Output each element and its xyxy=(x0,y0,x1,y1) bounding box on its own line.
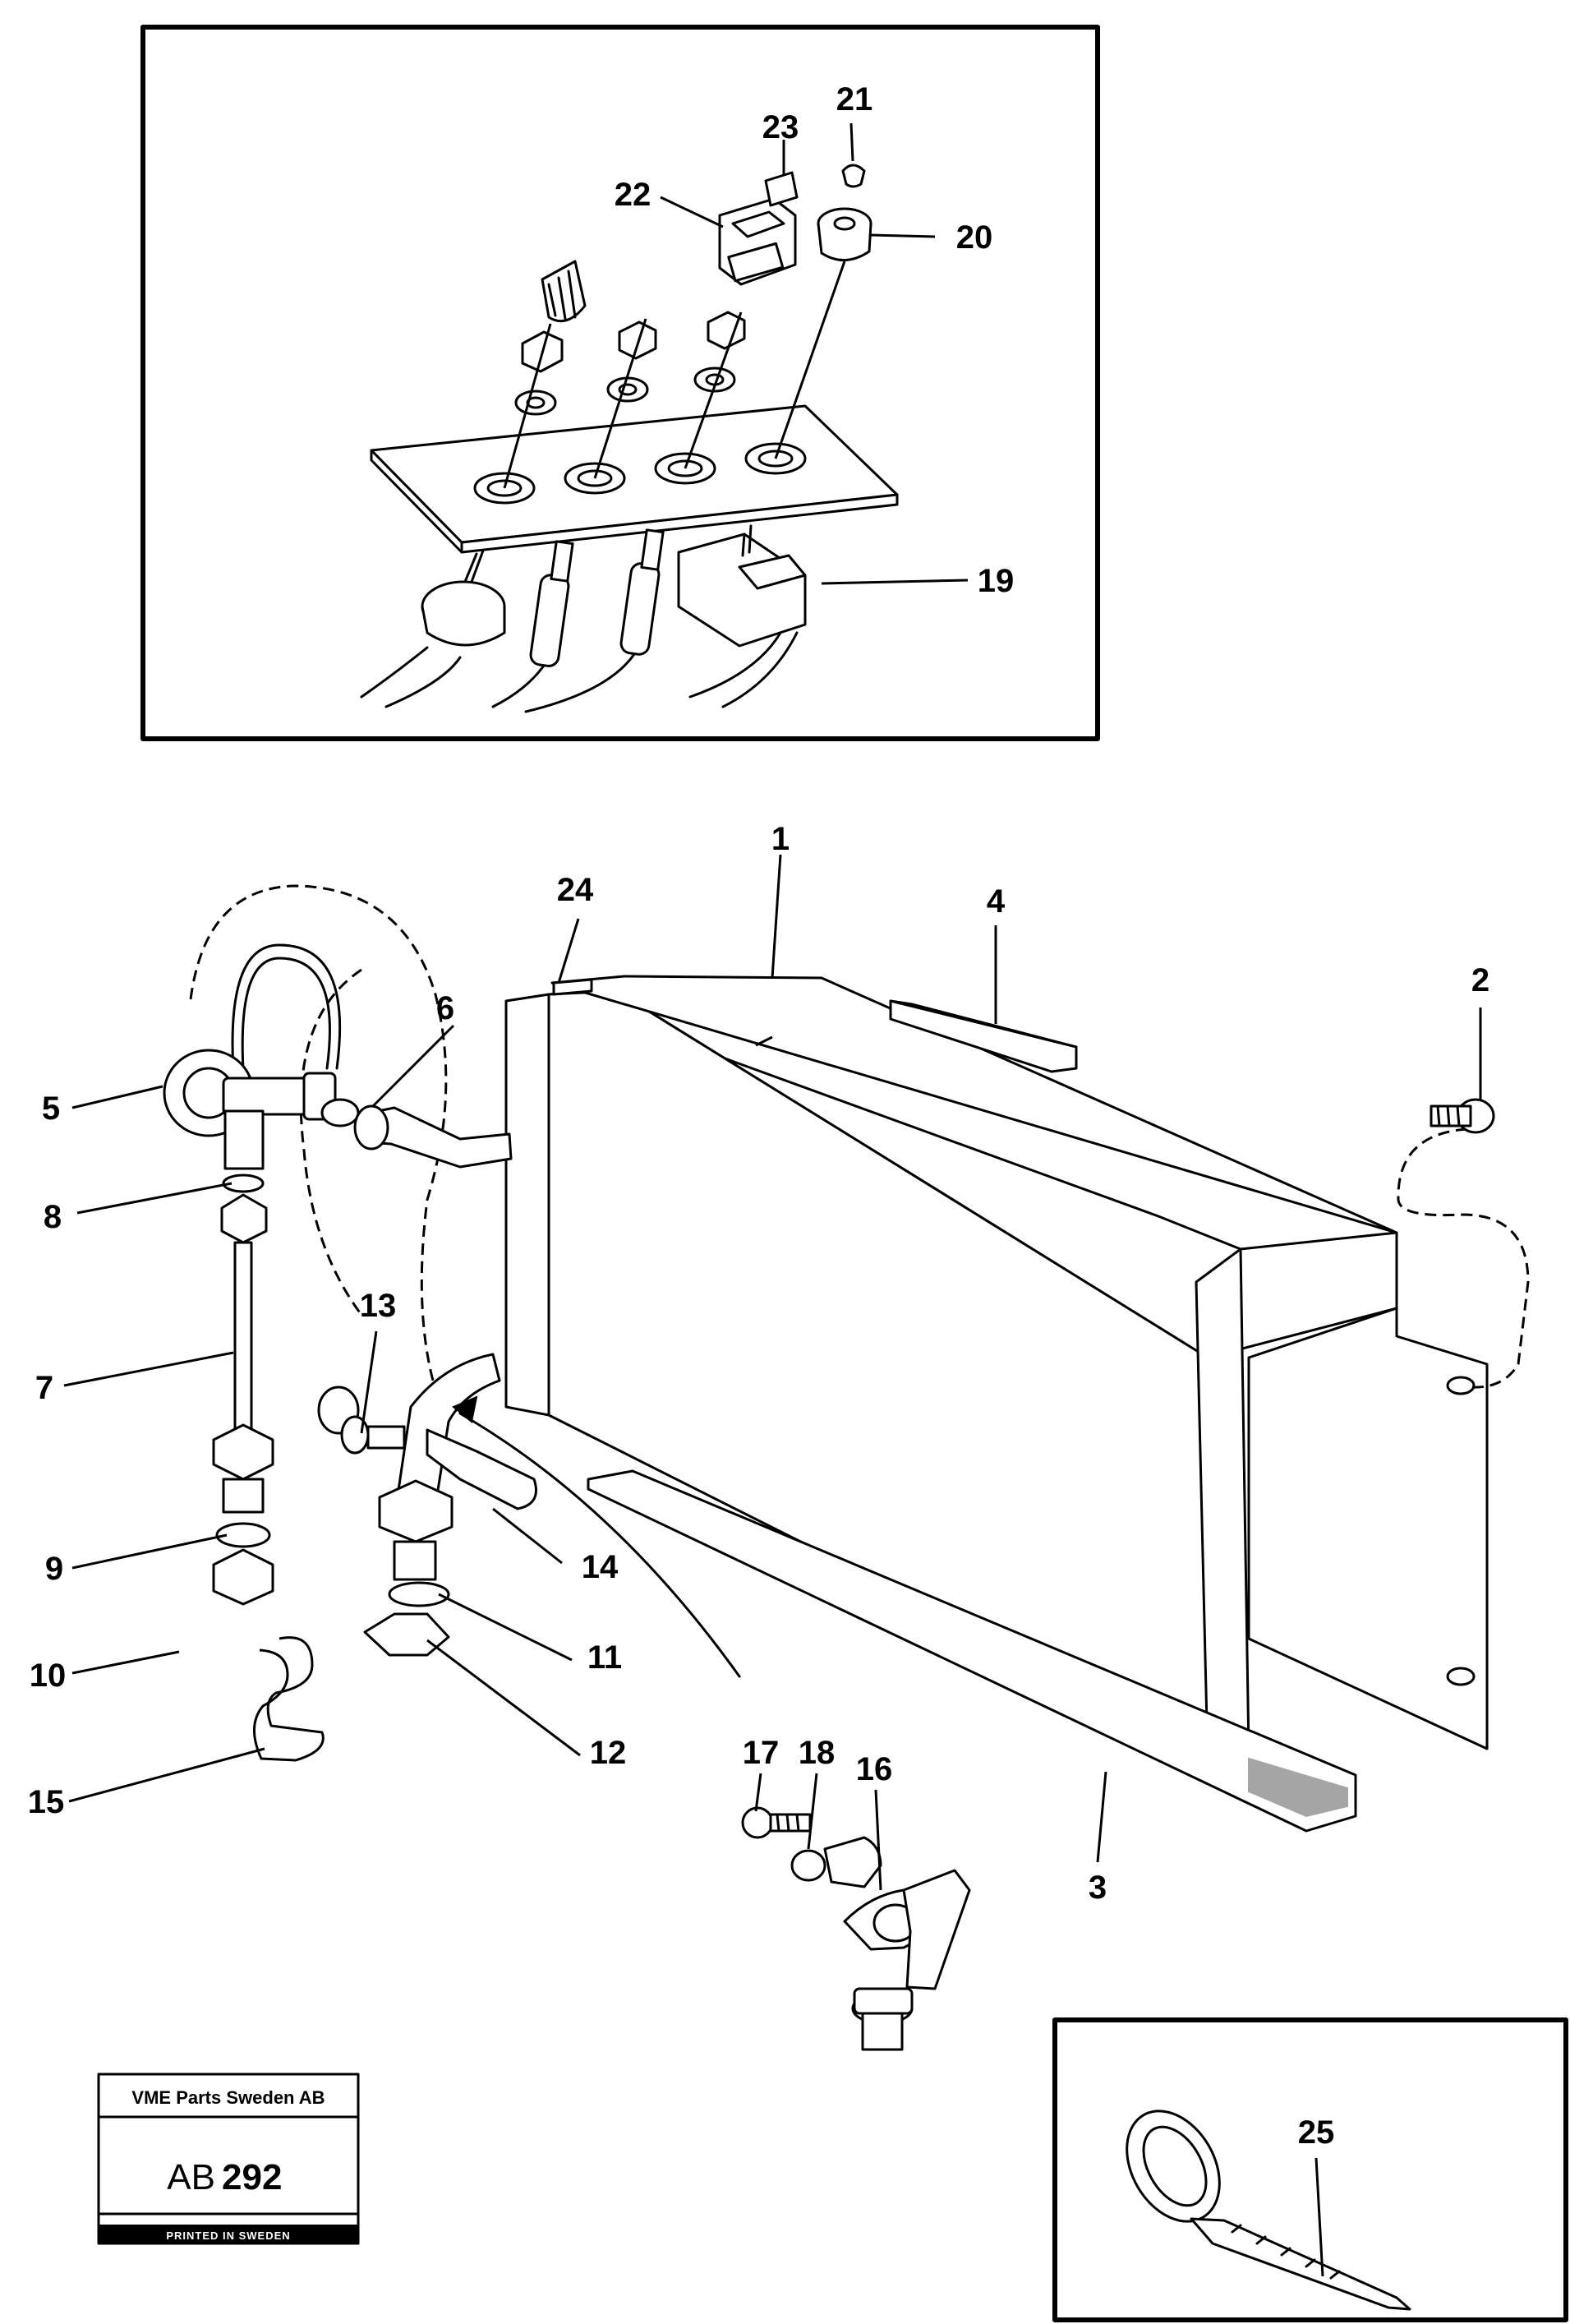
label-1: 1 xyxy=(771,821,790,857)
label-15: 15 xyxy=(28,1784,65,1820)
label-19: 19 xyxy=(978,563,1015,599)
label-3: 3 xyxy=(1089,1870,1107,1906)
part-labels: 21 23 22 20 19 1 24 4 2 6 5 8 13 7 9 14 … xyxy=(28,81,1489,2151)
stamp-printed: PRINTED IN SWEDEN xyxy=(166,2229,290,2242)
label-14: 14 xyxy=(582,1549,619,1585)
label-7: 7 xyxy=(35,1370,53,1406)
stamp-company: VME Parts Sweden AB xyxy=(131,2087,325,2108)
label-8: 8 xyxy=(44,1199,62,1235)
label-4: 4 xyxy=(987,883,1006,920)
label-11: 11 xyxy=(587,1639,622,1676)
heater-assembly xyxy=(63,854,1530,2051)
label-5: 5 xyxy=(42,1091,60,1127)
label-2: 2 xyxy=(1471,962,1489,998)
stamp-code-number: 292 xyxy=(222,2157,282,2197)
label-21: 21 xyxy=(836,81,873,118)
label-17: 17 xyxy=(743,1735,780,1771)
label-10: 10 xyxy=(30,1658,67,1694)
label-9: 9 xyxy=(45,1551,63,1587)
label-6: 6 xyxy=(436,990,454,1026)
label-13: 13 xyxy=(360,1288,397,1324)
label-23: 23 xyxy=(762,109,799,145)
label-22: 22 xyxy=(615,177,651,213)
label-18: 18 xyxy=(799,1735,836,1771)
label-25: 25 xyxy=(1298,2114,1335,2151)
label-12: 12 xyxy=(590,1735,627,1771)
label-20: 20 xyxy=(956,219,993,256)
control-panel-inset xyxy=(140,25,1100,741)
stamp-code-prefix: AB xyxy=(167,2157,215,2197)
cable-tie-inset xyxy=(1052,2017,1568,2322)
vme-stamp: VME Parts Sweden AB AB 292 PRINTED IN SW… xyxy=(97,2073,360,2245)
label-24: 24 xyxy=(557,872,594,908)
label-16: 16 xyxy=(856,1751,893,1787)
